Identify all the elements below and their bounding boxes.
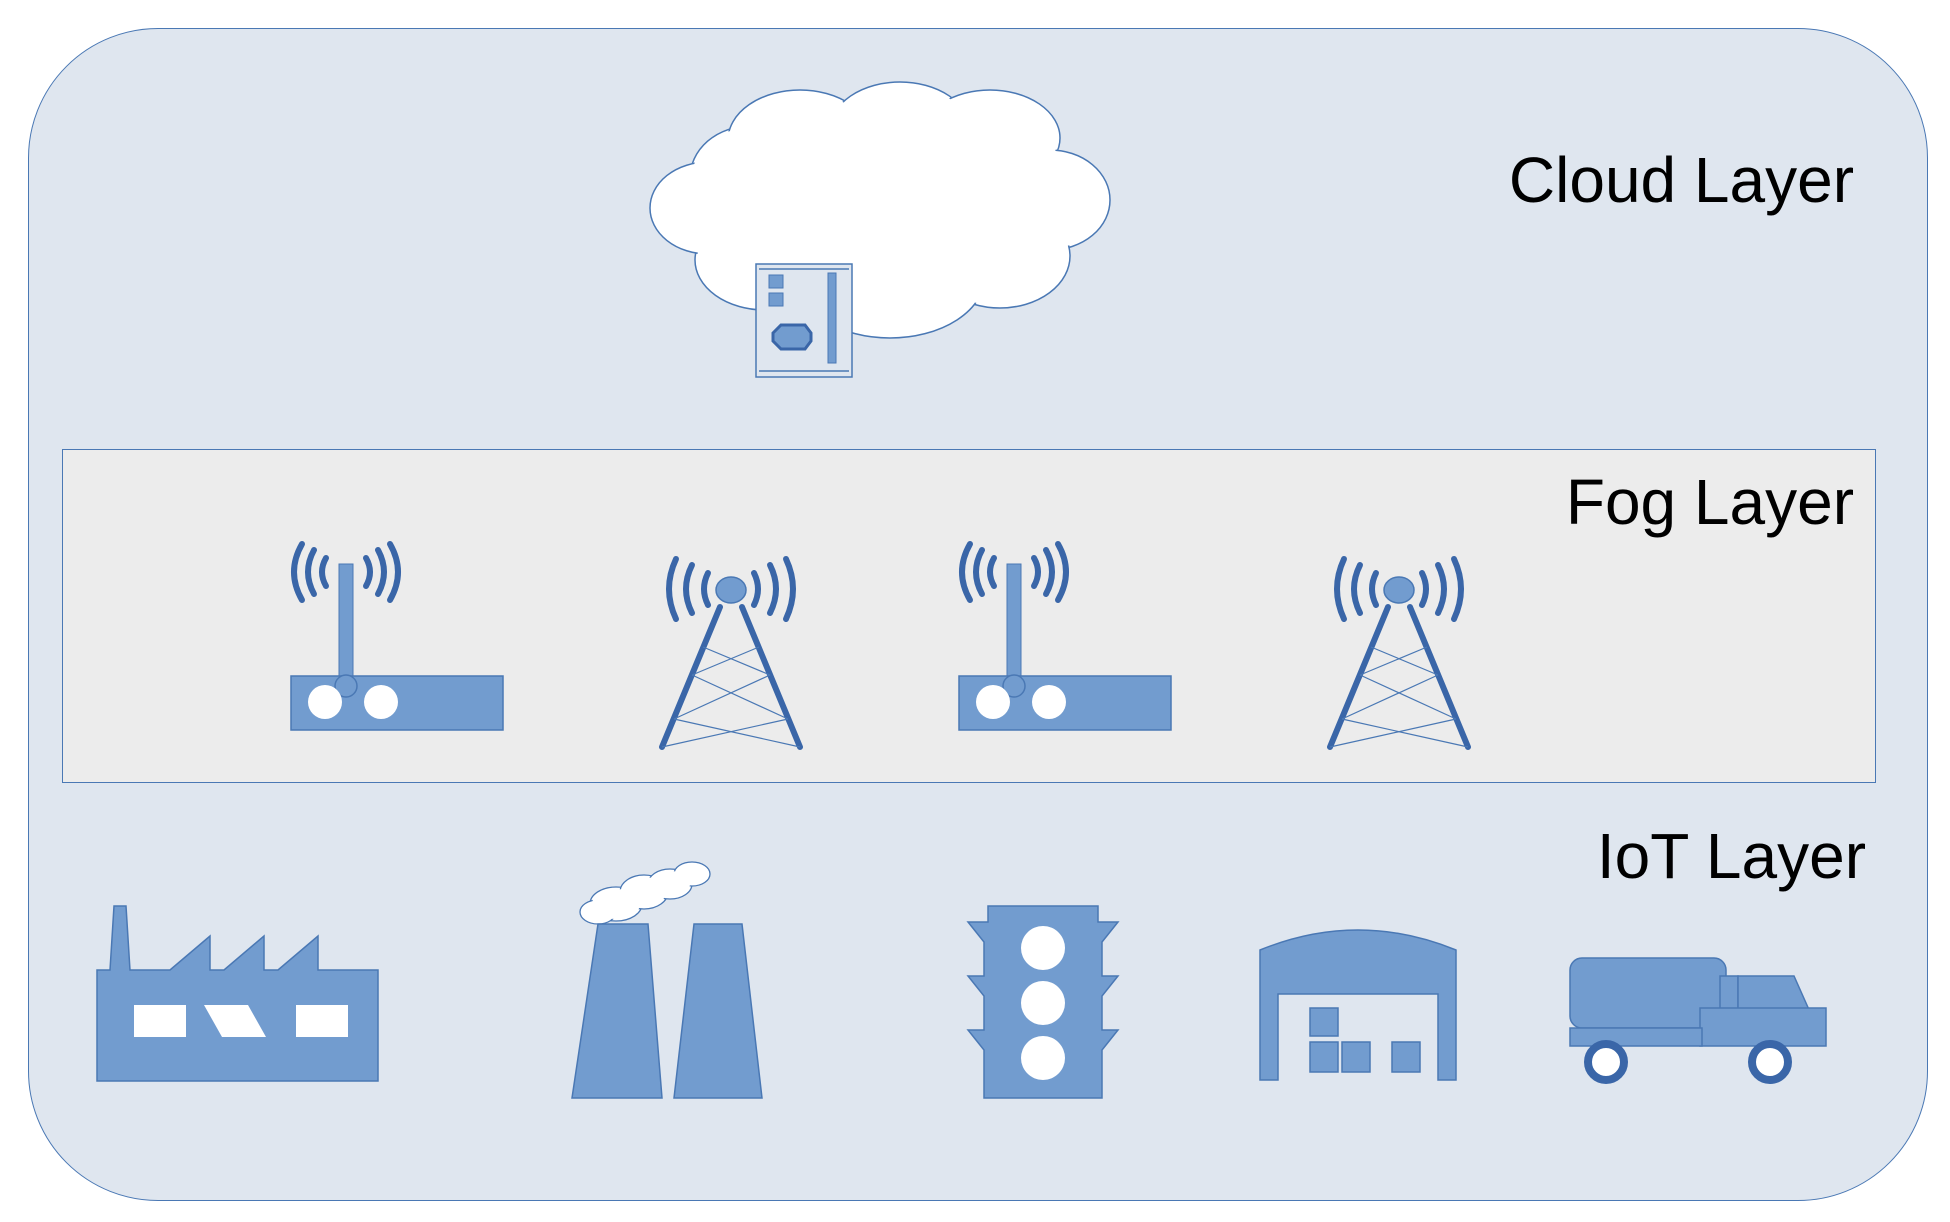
router-icon <box>290 541 504 731</box>
truck-icon <box>1569 957 1827 1084</box>
warehouse-icon <box>1259 929 1457 1081</box>
cooling-tower-icon <box>571 861 763 1099</box>
cell-tower-icon <box>1327 556 1471 750</box>
router-icon <box>958 541 1172 731</box>
server-icon <box>755 263 853 378</box>
cloud-icon <box>649 81 1111 339</box>
iot-layer-label: IoT Layer <box>1596 820 1866 892</box>
factory-icon <box>96 905 379 1082</box>
fog-layer-label: Fog Layer <box>1565 466 1854 538</box>
cloud-layer-label: Cloud Layer <box>1508 144 1854 216</box>
cell-tower-icon <box>659 556 803 750</box>
traffic-light-icon <box>966 905 1120 1099</box>
